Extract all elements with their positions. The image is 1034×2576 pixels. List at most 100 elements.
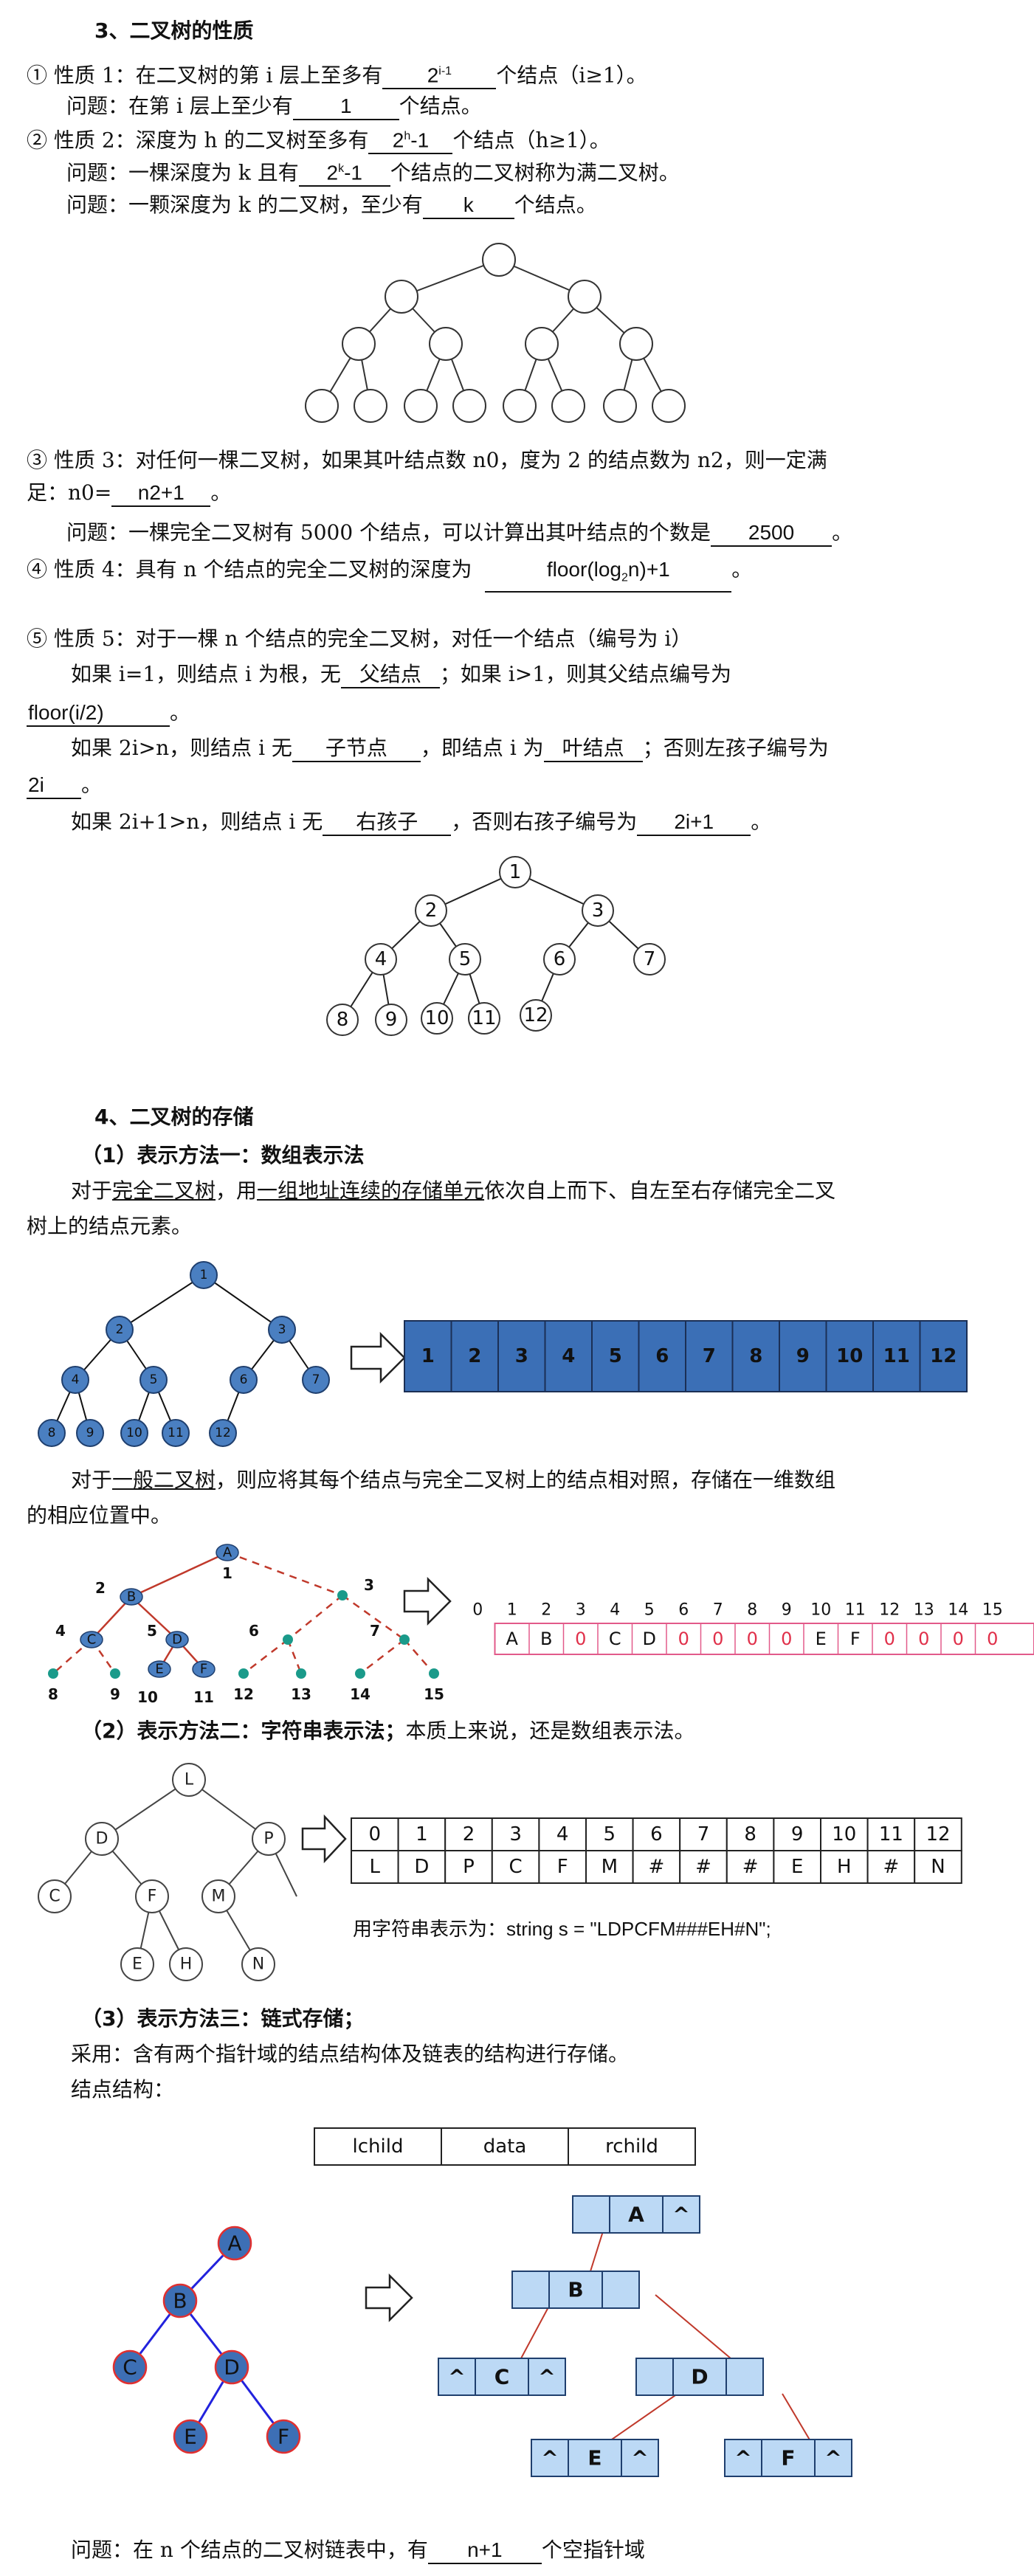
array-cell-label: D bbox=[643, 1629, 656, 1649]
tree-node bbox=[503, 389, 537, 423]
array-cell-label: 0 bbox=[918, 1629, 929, 1649]
node-label: 9 bbox=[86, 1426, 94, 1440]
array-index-label: 1 bbox=[507, 1601, 517, 1620]
link-node-label: ^ bbox=[631, 2446, 648, 2470]
node-number: 7 bbox=[370, 1622, 380, 1640]
phantom-node bbox=[296, 1668, 306, 1679]
table-value-label: M bbox=[602, 1856, 618, 1878]
method2-title: （2）表示方法二：字符串表示法；本质上来说，还是数组表示法。 bbox=[81, 1719, 695, 1743]
link-node-cell bbox=[572, 2195, 610, 2234]
array-index-label: 13 bbox=[914, 1601, 934, 1620]
phantom-node bbox=[355, 1668, 365, 1679]
table-index-label: 0 bbox=[369, 1823, 382, 1845]
link-node-cell bbox=[602, 2271, 640, 2309]
array-index-label: 9 bbox=[782, 1601, 792, 1620]
table-index-label: 9 bbox=[791, 1823, 804, 1845]
node-label: 11 bbox=[168, 1426, 184, 1440]
tree-node bbox=[192, 1660, 216, 1678]
node-label: F bbox=[148, 1888, 157, 1906]
array-cell-label: E bbox=[816, 1629, 827, 1649]
array-cell-label: 2 bbox=[468, 1345, 481, 1367]
link-node-cell bbox=[761, 2439, 816, 2477]
array-cell-label: F bbox=[850, 1629, 861, 1649]
tree-node bbox=[266, 2419, 301, 2454]
method1-text-3: 对于一般二叉树，则应将其每个结点与完全二叉树上的结点相对照，存储在一维数组 bbox=[71, 1468, 836, 1492]
table-cell bbox=[679, 1850, 728, 1884]
array-index-label: 8 bbox=[747, 1601, 757, 1620]
link-node-cell bbox=[609, 2195, 664, 2234]
link-node-label: D bbox=[691, 2365, 708, 2389]
tree-node bbox=[404, 389, 438, 423]
table-index-label: 7 bbox=[697, 1823, 710, 1845]
node-label: M bbox=[212, 1888, 226, 1906]
tree-node bbox=[385, 280, 418, 314]
array-index-label: 2 bbox=[541, 1601, 551, 1620]
struct-field-label: data bbox=[483, 2135, 527, 2158]
table-cell bbox=[820, 1850, 869, 1884]
table-index-label: 11 bbox=[879, 1823, 903, 1845]
tree-node bbox=[421, 1002, 453, 1035]
array-cell bbox=[591, 1320, 640, 1392]
tree-node bbox=[169, 1947, 203, 1981]
phantom-node bbox=[283, 1634, 293, 1645]
tree-node bbox=[520, 999, 552, 1032]
array-cell-label: A bbox=[506, 1629, 519, 1649]
table-cell bbox=[444, 1850, 493, 1884]
phantom-node bbox=[110, 1668, 120, 1679]
tree-node bbox=[190, 1261, 218, 1289]
node-number: 4 bbox=[55, 1622, 66, 1640]
array-cell-label: 6 bbox=[655, 1345, 669, 1367]
struct-field bbox=[568, 2127, 696, 2166]
link-node-cell bbox=[814, 2439, 852, 2477]
link-node-label: A bbox=[628, 2203, 644, 2227]
link-node-label: ^ bbox=[541, 2446, 558, 2470]
node-label: 5 bbox=[459, 948, 472, 970]
tree-node bbox=[603, 389, 637, 423]
tree-node bbox=[85, 1822, 119, 1856]
node-number: 6 bbox=[249, 1622, 259, 1640]
tree-node bbox=[217, 2225, 252, 2261]
node-number: 12 bbox=[233, 1685, 254, 1703]
node-label: 3 bbox=[278, 1322, 286, 1337]
link-node-cell bbox=[621, 2439, 659, 2477]
array-cell-label: 0 bbox=[712, 1629, 723, 1649]
table-cell bbox=[725, 1817, 775, 1851]
table-cell bbox=[351, 1850, 399, 1884]
tree-node bbox=[76, 1419, 104, 1447]
node-label: 1 bbox=[509, 861, 522, 883]
table-index-label: 4 bbox=[556, 1823, 569, 1845]
tree-node bbox=[148, 1660, 171, 1678]
array-cell-label: 0 bbox=[884, 1629, 895, 1649]
node-label: 7 bbox=[312, 1372, 320, 1387]
node-label: 3 bbox=[592, 899, 604, 922]
node-number: 13 bbox=[291, 1685, 311, 1703]
tree-node bbox=[468, 1002, 500, 1035]
property-3: ③ 性质 3：对任何一棵二叉树，如果其叶结点数 n0，度为 2 的结点数为 n2… bbox=[27, 448, 827, 472]
link-node-label: E bbox=[587, 2446, 602, 2470]
array-cell-label: 7 bbox=[703, 1345, 716, 1367]
table-cell bbox=[866, 1817, 916, 1851]
node-label: 6 bbox=[240, 1372, 248, 1387]
tree-node bbox=[452, 389, 486, 423]
array-cell-label: 3 bbox=[515, 1345, 528, 1367]
method1-text-1: 对于完全二叉树，用一组地址连续的存储单元依次自上而下、自左至右存储完全二叉 bbox=[71, 1178, 836, 1203]
node-label: P bbox=[263, 1830, 273, 1848]
link-node-cell bbox=[725, 2358, 764, 2396]
table-value-label: H bbox=[837, 1856, 852, 1878]
tree-node bbox=[499, 856, 531, 888]
method3-text-2: 结点结构： bbox=[71, 2077, 175, 2102]
node-label: 4 bbox=[375, 948, 387, 970]
array-index-label: 6 bbox=[678, 1601, 689, 1620]
node-number: 14 bbox=[350, 1685, 370, 1703]
arrow-right-icon bbox=[365, 2273, 413, 2323]
array-cell-label: 12 bbox=[930, 1345, 957, 1367]
link-node-label: ^ bbox=[824, 2446, 841, 2470]
array-index-label: 12 bbox=[879, 1601, 900, 1620]
link-node-label: ^ bbox=[734, 2446, 751, 2470]
